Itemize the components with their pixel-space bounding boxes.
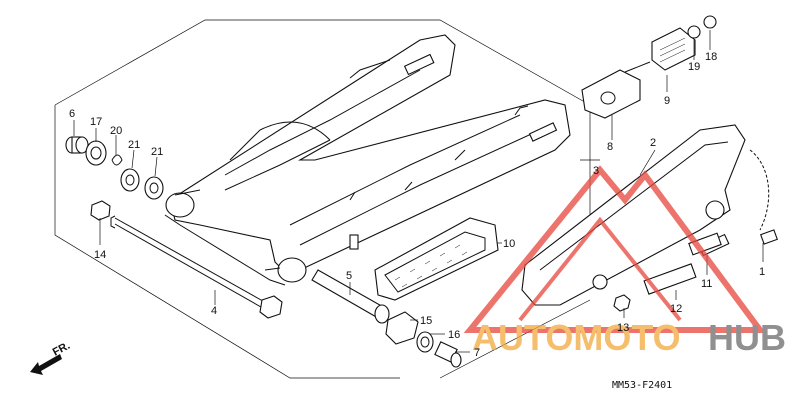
- watermark-word-1: AUTOMOTO: [472, 317, 681, 358]
- callout-3: 3: [593, 165, 599, 177]
- frame-outline: [54, 19, 600, 379]
- callouts: 6 17 20 21 21 14 4 5 15 16 7 10 8 9 19 1…: [69, 51, 765, 359]
- callout-10: 10: [503, 238, 515, 250]
- callout-6: 6: [69, 108, 75, 120]
- front-arrow-icon: FR.: [30, 340, 72, 375]
- bearing-parts-left: [65, 136, 164, 221]
- leader-lines: [73, 30, 764, 353]
- callout-5: 5: [346, 270, 352, 282]
- callout-11: 11: [701, 278, 712, 290]
- callout-16: 16: [448, 329, 460, 341]
- callout-4: 4: [211, 305, 217, 317]
- callout-13: 13: [617, 322, 629, 334]
- automotohub-watermark: AUTOMOTO HUB: [463, 165, 786, 358]
- callout-18: 18: [705, 51, 717, 63]
- diagram-code: MM53-F2401: [612, 380, 672, 391]
- collar-parts-right: [311, 269, 462, 368]
- callout-14: 14: [94, 249, 106, 261]
- front-label: FR.: [51, 340, 72, 359]
- callout-20: 20: [110, 125, 122, 137]
- callout-1: 1: [759, 266, 765, 278]
- callout-8: 8: [607, 141, 613, 153]
- callout-12: 12: [670, 303, 682, 315]
- callout-7: 7: [474, 347, 480, 359]
- callout-17: 17: [90, 116, 102, 128]
- callout-21-a: 21: [128, 139, 140, 151]
- callout-19: 19: [688, 61, 700, 73]
- label-stickers: [613, 232, 722, 312]
- adjuster-parts: [581, 15, 717, 119]
- callout-21-b: 21: [151, 146, 163, 158]
- chain-slider-10: [374, 217, 499, 301]
- pivot-bolt-4: [110, 215, 283, 319]
- watermark-word-2: HUB: [708, 317, 786, 358]
- swingarm: [164, 34, 571, 286]
- callout-15: 15: [420, 315, 432, 327]
- callout-9: 9: [664, 95, 670, 107]
- callout-2: 2: [650, 137, 656, 149]
